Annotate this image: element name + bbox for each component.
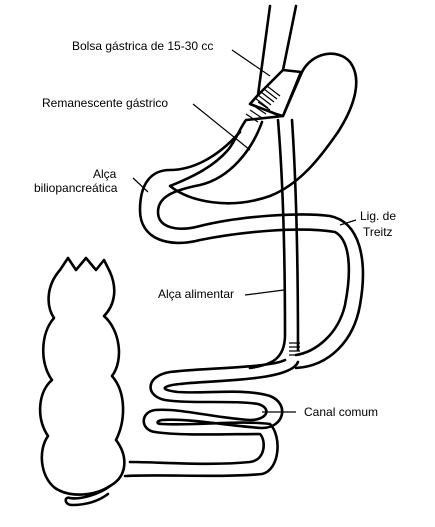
gastric-remnant <box>168 52 358 205</box>
label-alca-biliopancreatica-1: Alça <box>93 167 117 181</box>
colon <box>38 256 126 496</box>
label-remanescente-gastrico: Remanescente gástrico <box>42 96 168 110</box>
label-lig-de-treitz-1: Lig. de <box>360 209 396 223</box>
staple-line-anastomosis <box>289 342 300 356</box>
label-alca-alimentar: Alça alimentar <box>158 287 234 301</box>
terminal-ileum <box>64 484 112 507</box>
label-canal-comum: Canal comum <box>304 405 378 419</box>
label-lig-de-treitz-2: Treitz <box>363 225 393 239</box>
staple-line-remnant <box>245 101 271 123</box>
biliopancreatic-limb <box>138 130 351 357</box>
alimentary-limb <box>248 118 287 370</box>
common-channel <box>128 358 287 466</box>
label-bolsa-gastrica: Bolsa gástrica de 15-30 cc <box>72 39 213 53</box>
staple-line-pouch <box>254 85 281 109</box>
esophagus <box>256 4 298 97</box>
leader-lines <box>132 49 357 413</box>
label-alca-biliopancreatica-2: biliopancreática <box>34 181 118 195</box>
